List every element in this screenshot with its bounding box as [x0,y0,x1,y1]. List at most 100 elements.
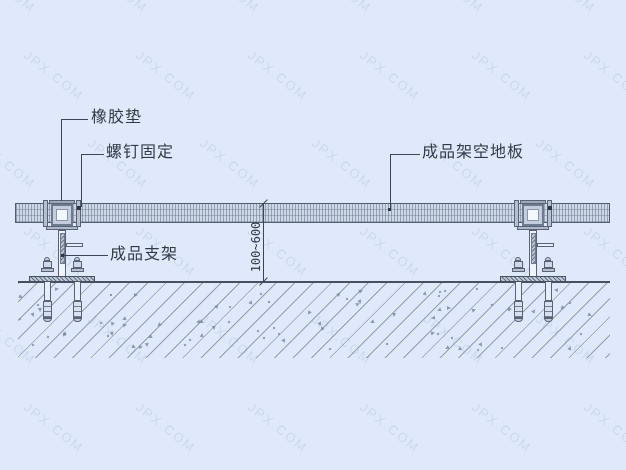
watermark-text: JPX.COM [244,47,311,104]
aggregate-triangle [62,330,68,336]
pedestal-head-base [517,226,549,230]
aggregate-triangle [211,325,217,331]
watermark-text: JPX.COM [532,135,599,192]
watermark-text: JPX.COM [356,47,423,104]
raised-floor-panel [15,203,610,223]
pedestal-head-core [56,209,68,221]
panel-edge-trim [76,200,81,227]
threaded-rod [530,233,536,264]
aggregate-dot [476,348,480,352]
aggregate-triangle [436,307,442,313]
watermark-text: JPX.COM [20,47,87,104]
fixing-screw [77,206,81,210]
anchor-bolt-washer [40,268,54,272]
watermark-text: JPX.COM [580,47,626,104]
aggregate-dot [475,287,479,291]
watermark-text: JPX.COM [309,0,375,16]
floor-pedestal [493,196,573,326]
leader-line [61,119,62,201]
anchor-bolt-nut [513,261,523,268]
pedestal-head-base [46,226,78,230]
aggregate-triangle [422,290,428,296]
aggregate-triangle [109,320,115,326]
aggregate-dot [436,332,440,336]
aggregate-dot [277,332,281,336]
watermark-text: JPX.COM [356,399,423,456]
aggregate-dot [500,346,504,350]
pedestal-head [51,204,73,226]
watermark-text: JPX.COM [468,399,535,456]
anchor-bolt-cap [74,257,80,261]
aggregate-dot [262,336,266,340]
anchor-bolt-nut [543,261,553,268]
leader-dot [388,208,391,211]
watermark-text: JPX.COM [197,0,263,16]
anchor-bolt-sleeve [543,301,553,318]
anchor-bolt-tip [42,318,52,322]
aggregate-triangle [133,292,139,298]
aggregate-triangle [471,307,477,313]
aggregate-dot [183,343,187,347]
watermark-text: JPX.COM [132,47,199,104]
aggregate-dot [267,300,271,304]
aggregate-triangle [478,342,484,348]
anchor-bolt-tip [72,318,82,322]
aggregate-triangle [391,312,397,318]
aggregate-triangle [336,291,342,297]
aggregate-dot [328,347,332,351]
aggregate-triangle [430,315,436,321]
watermark-text: JPX.COM [0,135,39,192]
adjust-wing-nut [66,243,83,247]
raised-floor-label: 成品架空地板 [422,144,525,161]
watermark-text: JPX.COM [85,0,151,16]
rubber-pad [520,200,546,204]
aggregate-dot [227,320,231,324]
watermark-text: JPX.COM [0,0,39,16]
aggregate-dot [437,294,441,298]
fixing-screw [548,206,552,210]
adjust-wing-nut [537,243,554,247]
aggregate-triangle [131,344,137,350]
aggregate-dot [579,332,583,336]
panel-edge-trim [43,200,48,227]
anchor-bolt-tip [543,318,553,322]
aggregate-dot [106,334,110,338]
panel-edge-trim [547,200,552,227]
watermark-text: JPX.COM [244,399,311,456]
watermark-text: JPX.COM [580,223,626,280]
aggregate-dot [228,305,232,309]
panel-edge-trim [514,200,519,227]
aggregate-dot [272,326,276,330]
aggregate-triangle [319,325,325,331]
anchor-bolt-washer [541,268,555,272]
watermark-text: JPX.COM [132,399,199,456]
aggregate-dot [46,335,50,339]
leader-line [390,154,391,210]
watermark-text: JPX.COM [533,0,599,16]
watermark-text: JPX.COM [421,0,487,16]
watermark-text: JPX.COM [356,223,423,280]
anchor-bolt-sleeve [72,301,82,318]
leader-line [81,154,82,207]
anchor-bolt-nut [72,261,82,268]
concrete-slab-hatch [18,283,610,358]
anchor-bolt-sleeve [513,301,523,318]
anchor-bolt-cap [44,257,50,261]
leader-line [390,154,420,155]
screw-fixing-label: 螺钉固定 [106,144,175,161]
anchor-bolt-nut [42,261,52,268]
aggregate-dot [450,336,454,340]
base-plate [29,276,95,282]
support-label: 成品支架 [110,246,179,263]
aggregate-triangle [369,319,375,325]
pedestal-head [522,204,544,226]
aggregate-triangle [138,344,144,350]
watermark-text: JPX.COM [468,47,535,104]
anchor-bolt-tip [513,318,523,322]
aggregate-triangle [447,306,451,310]
leader-line [63,255,108,256]
aggregate-dot [443,289,447,293]
leader-dot [61,254,64,257]
aggregate-dot [259,292,263,296]
